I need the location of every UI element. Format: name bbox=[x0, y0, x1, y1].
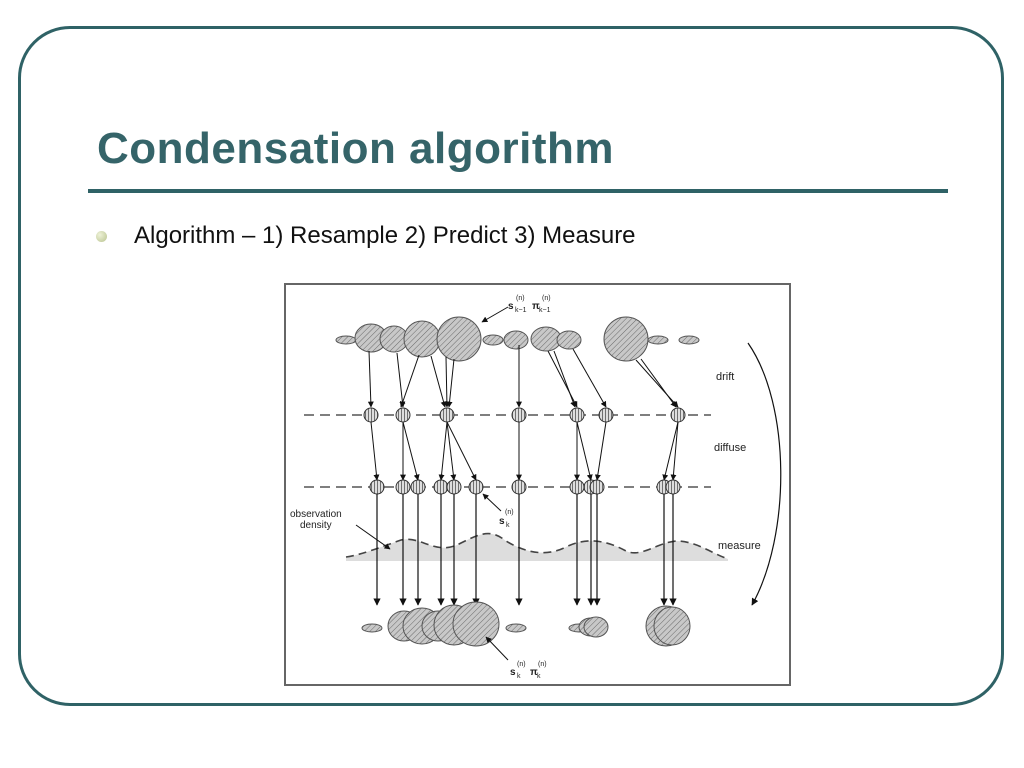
top-label-pointer bbox=[481, 306, 509, 323]
bottom-samples-row bbox=[361, 601, 691, 647]
diffused-node bbox=[665, 479, 681, 495]
drift-arrow bbox=[446, 358, 455, 408]
predicted-node bbox=[395, 407, 411, 423]
diffused-node bbox=[468, 479, 484, 495]
drift-arrow bbox=[396, 352, 406, 408]
drift-arrow bbox=[399, 354, 420, 408]
drift-label: drift bbox=[716, 371, 734, 383]
svg-text:(n): (n) bbox=[538, 661, 547, 668]
title-divider bbox=[88, 189, 948, 193]
svg-text:k: k bbox=[517, 673, 521, 680]
svg-text:π: π bbox=[532, 301, 540, 312]
top-sample bbox=[603, 316, 649, 362]
observation-pointer bbox=[355, 524, 391, 550]
bottom-sample bbox=[583, 616, 609, 638]
bottom-sample bbox=[505, 623, 527, 633]
mid-label-pointer bbox=[482, 493, 502, 512]
slide-frame bbox=[18, 26, 1004, 706]
condensation-diagram: drift diffuse measure observation densit… bbox=[284, 283, 791, 686]
drift-arrow bbox=[547, 350, 578, 408]
top-sample bbox=[403, 320, 441, 358]
top-sample bbox=[335, 335, 357, 345]
bottom-sample bbox=[653, 606, 691, 646]
drift-arrow bbox=[553, 350, 576, 408]
diagram-canvas: drift diffuse measure observation densit… bbox=[290, 295, 782, 680]
top-sample bbox=[503, 330, 529, 350]
diffused-node bbox=[433, 479, 449, 495]
svg-text:(n): (n) bbox=[517, 661, 526, 668]
drift-arrow bbox=[635, 359, 679, 408]
svg-text:(n): (n) bbox=[516, 295, 525, 302]
svg-text:s: s bbox=[499, 516, 505, 527]
top-sample bbox=[436, 316, 482, 362]
drift-arrow bbox=[443, 356, 450, 408]
top-sample-label: s (n) k−1 π (n) k−1 bbox=[508, 295, 551, 314]
diffused-node bbox=[369, 479, 385, 495]
bullet-item: Algorithm – 1) Resample 2) Predict 3) Me… bbox=[96, 222, 636, 250]
drift-arrow bbox=[367, 350, 374, 408]
observation-label-line1: observation bbox=[290, 509, 342, 520]
svg-text:k: k bbox=[506, 522, 510, 529]
slide-title: Condensation algorithm bbox=[97, 124, 614, 173]
arrows bbox=[367, 345, 679, 606]
top-sample bbox=[482, 334, 504, 346]
bottom-sample-label: s (n) k π (n) k bbox=[510, 661, 547, 680]
drift-arrow bbox=[640, 358, 677, 408]
top-sample bbox=[556, 330, 582, 350]
diffused-node bbox=[410, 479, 426, 495]
diffused-node bbox=[569, 479, 585, 495]
diffuse-arrow bbox=[446, 421, 457, 481]
top-sample bbox=[678, 335, 700, 345]
svg-text:s: s bbox=[508, 301, 514, 312]
bottom-label-pointer bbox=[485, 636, 509, 661]
svg-text:k: k bbox=[537, 673, 541, 680]
predicted-line-2 bbox=[304, 479, 711, 495]
svg-text:(n): (n) bbox=[505, 509, 514, 516]
diffuse-arrow bbox=[438, 421, 448, 481]
drift-arrow bbox=[572, 348, 607, 408]
diffuse-arrow bbox=[576, 421, 593, 481]
predicted-node bbox=[439, 407, 455, 423]
predicted-node bbox=[511, 407, 527, 423]
predicted-node bbox=[670, 407, 686, 423]
top-sample bbox=[647, 335, 669, 345]
top-samples-row bbox=[335, 316, 700, 362]
bullet-text: Algorithm – 1) Resample 2) Predict 3) Me… bbox=[134, 222, 636, 249]
predicted-node bbox=[569, 407, 585, 423]
diffuse-arrow bbox=[670, 421, 679, 481]
mid-sample-label: s (n) k bbox=[499, 509, 514, 529]
diffuse-arrow bbox=[370, 421, 380, 481]
diffused-node bbox=[395, 479, 411, 495]
measure-label: measure bbox=[718, 540, 761, 552]
predicted-line-1 bbox=[304, 407, 711, 423]
bullet-icon bbox=[96, 230, 107, 242]
diffuse-arrow bbox=[594, 421, 607, 481]
diffuse-arrow bbox=[662, 421, 679, 481]
diffuse-arrow bbox=[402, 421, 420, 481]
diffused-node bbox=[589, 479, 605, 495]
svg-text:k−1: k−1 bbox=[539, 307, 551, 314]
cycle-arrow bbox=[747, 342, 782, 606]
diffuse-arrow bbox=[446, 421, 477, 481]
bottom-sample bbox=[452, 601, 500, 647]
svg-text:s: s bbox=[510, 667, 516, 678]
diffuse-label: diffuse bbox=[714, 442, 746, 454]
observation-label-line2: density bbox=[300, 520, 332, 531]
diffused-node bbox=[446, 479, 462, 495]
density-line bbox=[345, 532, 729, 560]
drift-arrow bbox=[430, 355, 447, 408]
top-sample bbox=[530, 326, 562, 352]
bottom-sample bbox=[361, 623, 383, 633]
svg-text:π: π bbox=[530, 667, 538, 678]
predicted-node bbox=[598, 407, 614, 423]
svg-text:(n): (n) bbox=[542, 295, 551, 302]
svg-text:k−1: k−1 bbox=[515, 307, 527, 314]
predicted-node bbox=[363, 407, 379, 423]
diffused-node bbox=[511, 479, 527, 495]
